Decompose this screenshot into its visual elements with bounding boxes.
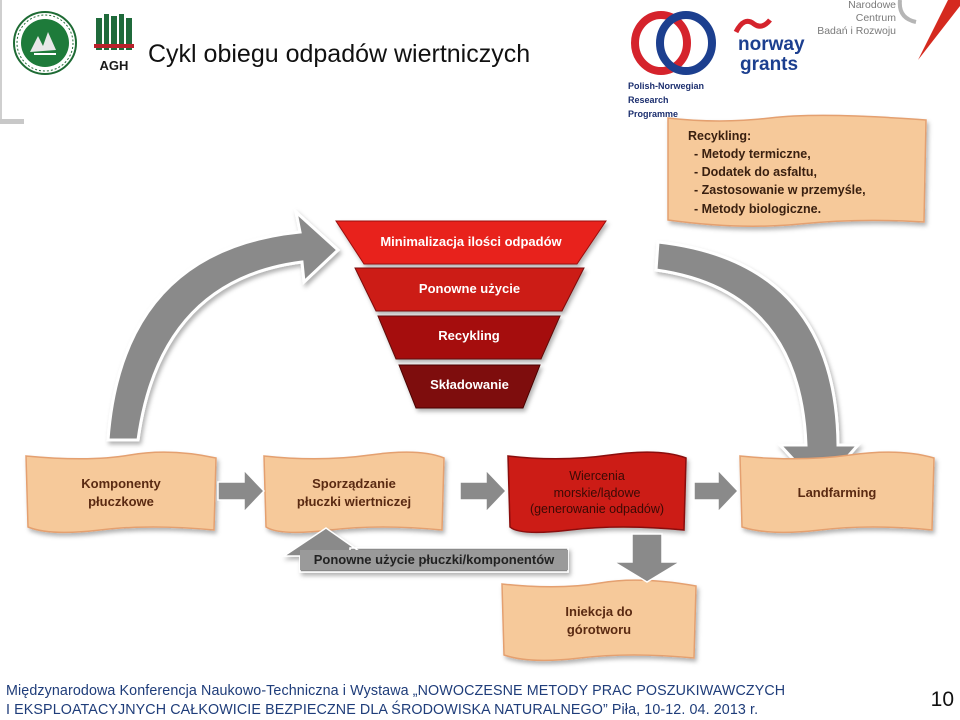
box-components-label: Komponenty płuczkowe (81, 476, 161, 509)
arrow-components-to-preparation (217, 468, 266, 514)
polish-norwegian-research-programme-logo: Polish-Norwegian Research Programme (628, 11, 716, 119)
box-drilling: Wiercenia morskie/lądowe (generowanie od… (510, 458, 684, 528)
university-emblem-logo (13, 11, 77, 75)
box-landfarming-paper (739, 451, 935, 534)
norway-grants-logo: norway grants (733, 18, 805, 75)
funnel-layer-3 (377, 315, 561, 360)
page-number: 10 (930, 688, 954, 711)
norway-logo-word1: norway (738, 34, 805, 55)
reuse-label: Ponowne użycie płuczki/komponentów (313, 552, 555, 567)
arrow-drilling-to-injection (611, 533, 683, 583)
box-preparation: Sporządzanie płuczki wiertniczej (266, 458, 442, 528)
funnel-layer-2 (354, 267, 585, 312)
ncbr-logo: Narodowe Centrum Badań i Rozwoju (816, 0, 896, 38)
arrow-preparation-to-drilling (459, 468, 508, 514)
reuse-label-bg (300, 550, 568, 570)
box-injection: Iniekcja do górotworu (504, 586, 694, 656)
recycling-note-item: - Zastosowanie w przemyśle, (694, 183, 866, 198)
recycling-note-heading: Recykling: (688, 129, 752, 143)
slide-title: Cykl obiegu odpadów wiertniczych (148, 40, 531, 68)
recycling-note: Recykling: - Metody termiczne, - Dodatek… (672, 123, 924, 221)
box-injection-label: Iniekcja do górotworu (565, 604, 633, 637)
ppp-logo-line2: Research (628, 95, 669, 105)
box-drilling-label: Wiercenia morskie/lądowe (generowanie od… (529, 468, 665, 517)
footer-line-2: I EKSPLOATACYJNYCH CAŁKOWICIE BEZPIECZNE… (6, 702, 759, 718)
box-components: Komponenty płuczkowe (28, 458, 214, 528)
arrow-drilling-to-landfarming (693, 468, 740, 514)
ppp-logo-line1: Polish-Norwegian (628, 81, 704, 91)
funnel-label-storage: Składowanie (430, 377, 509, 392)
funnel-label-recycling: Recykling (438, 328, 500, 343)
ncbr-logo-line1: Narodowe Centrum (848, 0, 896, 25)
box-preparation-paper (263, 451, 445, 534)
ncbr-swoosh-icon (897, 0, 960, 60)
curved-arrow-left (106, 207, 341, 442)
agh-logo-text: AGH (100, 58, 129, 73)
footer-line-1: Międzynarodowa Konferencja Naukowo-Techn… (6, 683, 786, 699)
header-left-divider (0, 0, 2, 120)
curved-arrow-right (654, 240, 862, 491)
ppp-logo-line3: Programme (628, 109, 678, 119)
recycling-note-item: - Dodatek do asfaltu, (694, 165, 817, 180)
recycling-note-paper (667, 114, 927, 227)
recycling-note-item: - Metody biologiczne. (694, 201, 822, 216)
header-underline-mark (0, 119, 24, 124)
funnel-label-reuse: Ponowne użycie (418, 281, 521, 296)
box-landfarming: Landfarming (742, 458, 932, 528)
box-components-paper (25, 451, 217, 534)
box-preparation-label: Sporządzanie płuczki wiertniczej (296, 476, 412, 509)
box-drilling-paper (507, 451, 687, 534)
box-landfarming-label: Landfarming (797, 485, 877, 501)
funnel-label-minimization: Minimalizacja ilości odpadów (380, 234, 562, 249)
agh-logo: AGH (94, 14, 134, 73)
recycling-note-item: - Metody termiczne, (694, 147, 811, 162)
funnel-layer-4 (398, 364, 541, 409)
norway-logo-word2: grants (740, 54, 798, 75)
funnel-layer-1 (335, 220, 607, 265)
box-injection-paper (501, 579, 697, 662)
ncbr-logo-line2: Badań i Rozwoju (817, 25, 896, 38)
